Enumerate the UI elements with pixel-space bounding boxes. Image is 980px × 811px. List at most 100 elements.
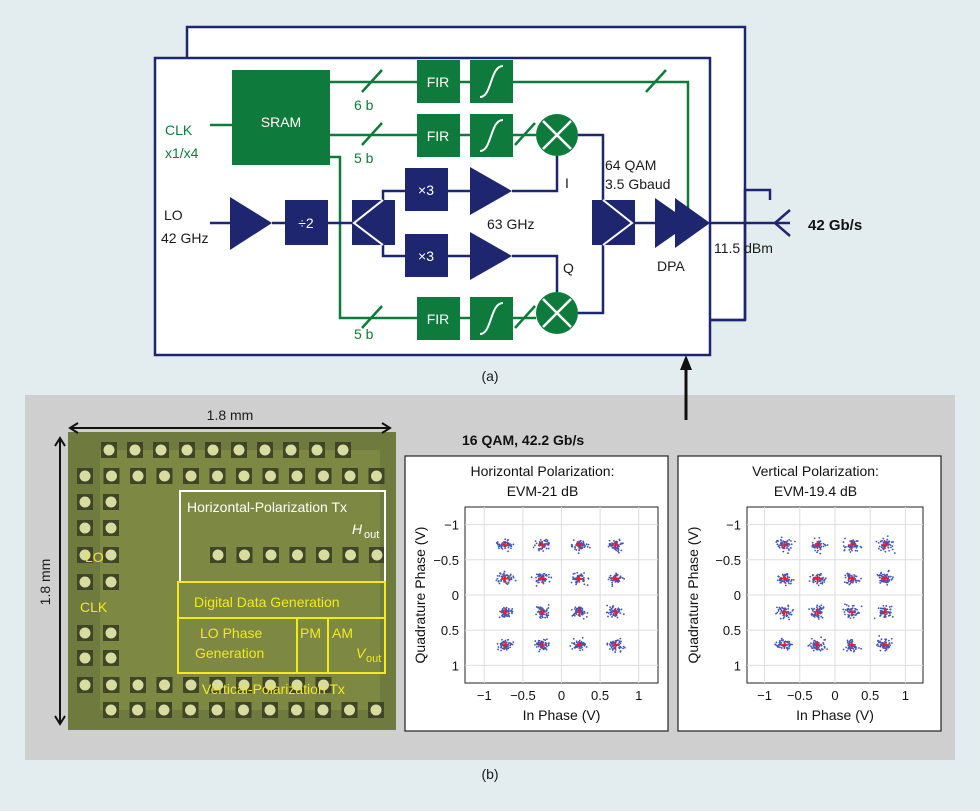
scatter-point [583,544,586,546]
scatter-point [611,649,614,651]
scatter-point [776,539,779,542]
scatter-point [614,648,617,651]
scatter-point [880,609,883,612]
scatter-point [786,640,789,643]
block-diagram: SRAM FIR FIR FIR ÷2 ×3 ×3 [153,25,862,384]
scatter-point [618,646,620,649]
scatter-point [780,536,783,539]
lo-phase-label: LO Phase [200,625,262,641]
scatter-point [887,546,890,549]
scatter-point [780,539,783,542]
scatter-point [893,552,896,554]
scatter-point [845,646,848,649]
scatter-point [606,643,609,646]
scatter-point [887,570,890,573]
scatter-point [609,574,612,577]
scatter-point [535,584,538,587]
chip-height-label: 1.8 mm [37,559,53,606]
scatter-point [547,543,549,546]
ideal-symbol-marker [847,640,856,649]
scatter-point [788,645,791,648]
scatter-point [508,641,511,644]
scatter-point [609,644,612,647]
mixer-out-wires [578,133,605,315]
ideal-symbol-marker [813,574,822,583]
ideal-symbol-marker [880,574,889,583]
scatter-point [613,575,616,577]
scatter-point [819,552,822,555]
scatter-point [852,616,855,619]
scatter-point [779,581,782,584]
ideal-symbol-marker [813,541,822,550]
scatter-point [789,611,792,614]
scatter-point [844,609,847,611]
scatter-point [885,645,888,648]
scatter-point [502,612,505,615]
scatter-point [606,642,609,645]
scatter-point [852,539,855,542]
scatter-point [619,575,622,578]
scatter-point [587,543,590,546]
scatter-point [846,641,849,644]
scatter-point [826,544,829,546]
vout-subscript: out [366,653,381,665]
scatter-point [787,604,789,607]
scatter-point [622,645,625,648]
scatter-point [537,579,540,582]
scatter-point [608,648,611,650]
x-axis-label: In Phase (V) [796,707,874,723]
fir-label: FIR [427,311,450,327]
data-rate-label: 42 Gb/s [808,217,862,234]
scatter-point [880,574,883,577]
scatter-point [876,573,879,576]
scatter-point [510,543,512,546]
scatter-point [511,643,514,646]
y-tick-label: 1 [452,658,459,673]
scatter-point [573,608,576,610]
scatter-point [848,573,851,576]
scatter-point [501,609,504,611]
scatter-point [810,607,813,610]
scatter-point [778,644,781,646]
scatter-point [611,606,614,609]
scatter-point [543,545,546,548]
scatter-point [885,641,888,644]
scatter-point [821,616,824,619]
scatter-point [824,638,826,641]
scatter-point [849,617,852,620]
scatter-point [816,551,819,554]
scatter-point [585,646,588,648]
ideal-symbol-marker [847,574,856,583]
scatter-point [880,638,883,641]
scatter-point [784,584,787,587]
scatter-point [572,539,575,542]
scatter-point [500,646,502,649]
scatter-point [851,638,853,641]
scatter-point [880,642,883,645]
scatter-point [886,613,888,615]
scatter-point [504,538,507,541]
scatter-point [506,639,509,641]
scatter-point [854,614,856,616]
scatter-point [812,642,815,644]
scatter-point [888,575,890,578]
scatter-point [785,547,788,549]
dpa-label: DPA [657,258,685,274]
scatter-point [824,544,827,547]
scatter-point [616,545,619,548]
scatter-point [788,576,791,579]
scatter-point [787,548,790,551]
dac-blocks [470,60,513,340]
scatter-point [820,615,823,618]
scatter-point [620,549,623,552]
scatter-point [498,616,501,619]
scatter-point [778,639,781,642]
scatter-point [585,543,588,546]
scatter-point [842,545,845,547]
scatter-point [887,646,890,649]
scatter-point [498,575,501,577]
lo-phase-label-2: Generation [195,645,264,661]
clk-rate-label: x1/x4 [165,145,199,161]
scatter-point [813,616,816,618]
